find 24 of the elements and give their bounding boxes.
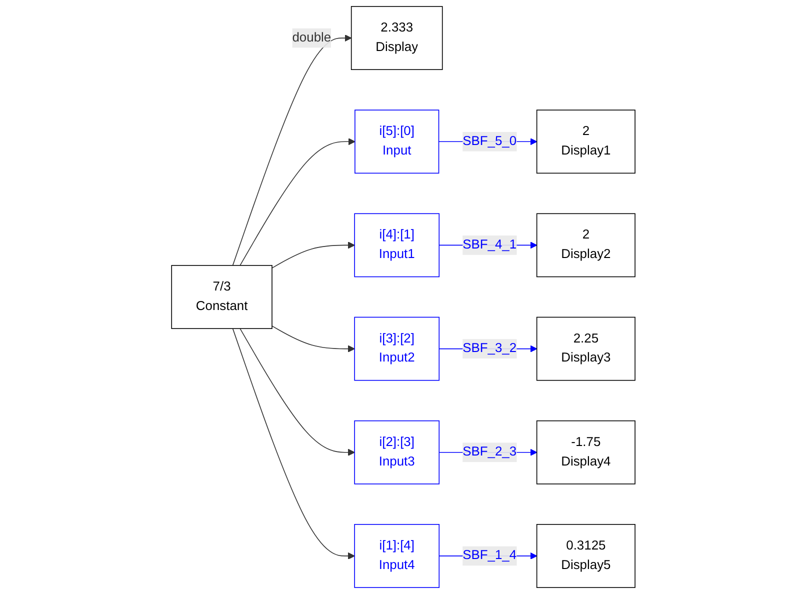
edge-label: SBF_2_3 — [462, 445, 517, 459]
arrow — [272, 326, 356, 352]
node-box: i[3]:[2] Input2 — [354, 316, 440, 381]
node-box: i[5]:[0] Input — [354, 110, 440, 174]
node-box: i[2]:[3] Input3 — [354, 420, 440, 484]
node-box: i[4]:[1] Input1 — [354, 213, 440, 278]
node-box: 2 Display1 — [536, 110, 636, 174]
node-box: 2 Display2 — [536, 213, 636, 278]
arrow — [240, 138, 356, 266]
node-box: 2.333 Display — [351, 6, 443, 70]
arrow — [240, 328, 356, 456]
edge-label: double — [292, 30, 332, 45]
arrow — [272, 242, 356, 268]
edge-label: SBF_3_2 — [462, 342, 517, 356]
node-box: i[1]:[4] Input4 — [354, 524, 440, 588]
edge-label: SBF_5_0 — [462, 134, 517, 148]
edge-label: SBF_1_4 — [462, 548, 517, 562]
node-box: 0.3125 Display5 — [536, 524, 636, 588]
edge-label: SBF_4_1 — [462, 238, 517, 252]
node-box: -1.75 Display4 — [536, 420, 636, 484]
node-box: 2.25 Display3 — [536, 316, 636, 381]
node-box: 7/3 Constant — [171, 265, 273, 329]
arrow — [232, 34, 352, 266]
arrow — [232, 328, 356, 560]
